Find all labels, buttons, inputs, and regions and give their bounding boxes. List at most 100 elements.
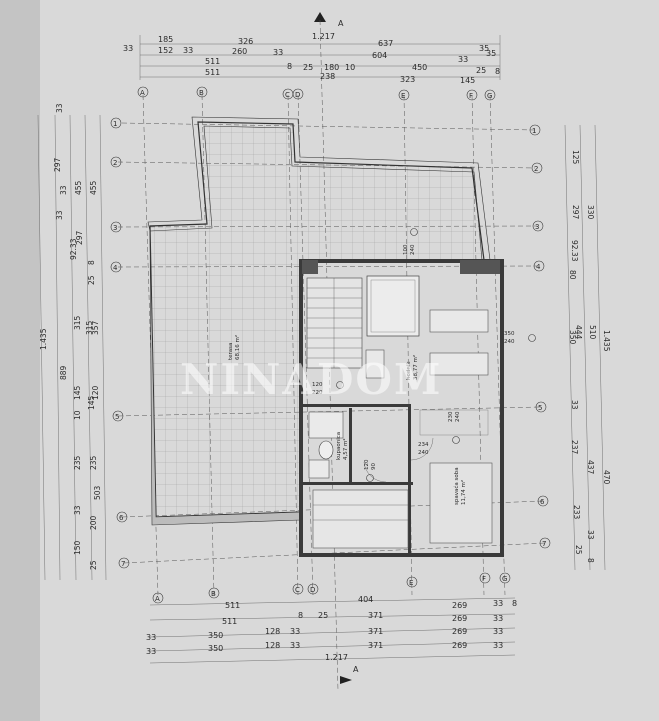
door-tag-6: 120 90: [364, 459, 377, 470]
svg-text:235: 235: [73, 455, 82, 470]
svg-text:33: 33: [493, 641, 503, 650]
svg-text:269: 269: [452, 627, 467, 636]
axis-bottom-b: B: [208, 587, 220, 599]
svg-text:240: 240: [504, 339, 515, 345]
svg-text:8: 8: [298, 611, 303, 620]
svg-text:350: 350: [568, 330, 577, 345]
svg-text:A: A: [140, 89, 145, 97]
svg-text:237: 237: [570, 440, 579, 455]
svg-text:889: 889: [59, 365, 68, 380]
hall-fixtures: [365, 275, 489, 379]
room-label-bedroom: spavaća soba 11,74 m²: [453, 467, 467, 505]
svg-text:128: 128: [265, 627, 280, 636]
svg-text:5: 5: [538, 404, 542, 412]
door-tag-5-circle: [410, 228, 418, 236]
svg-text:1: 1: [113, 120, 117, 128]
left-dimensions: 1.435 33 33 297 455 455 33 297 92.33 8 2…: [37, 103, 107, 581]
axis-top-g: G: [484, 89, 496, 101]
section-marker-bottom: A: [340, 665, 359, 684]
svg-text:D: D: [295, 91, 300, 99]
svg-text:125: 125: [571, 150, 580, 165]
svg-text:330: 330: [586, 205, 595, 220]
axis-bottom-e: E: [406, 576, 418, 588]
top-dim-450: 450: [412, 63, 427, 72]
svg-text:371: 371: [368, 641, 383, 650]
axis-top-a: A: [137, 86, 149, 98]
axis-bottom-c: C: [292, 583, 304, 595]
top-dimensions: 185 326 1.217 33 152 33 260 33 604 637 3…: [123, 32, 501, 85]
top-dim-33b: 33: [183, 46, 193, 55]
svg-text:33: 33: [586, 530, 595, 540]
top-dim-145: 145: [460, 76, 475, 85]
axis-top-d: D: [292, 88, 304, 100]
left-dim-1435: 1.435: [39, 328, 48, 350]
room-label-terrace: terasa 68,16 m²: [228, 335, 241, 360]
axis-row-1-left: 1: [110, 117, 122, 129]
svg-text:455: 455: [74, 180, 83, 195]
svg-text:25: 25: [89, 560, 98, 570]
svg-text:11,74 m²: 11,74 m²: [460, 480, 467, 505]
top-dim-33d: 33: [458, 55, 468, 64]
svg-text:hodnik: hodnik: [406, 361, 412, 380]
axis-bottom-a: A: [152, 592, 164, 604]
svg-text:371: 371: [368, 611, 383, 620]
top-dim-238: 238: [320, 72, 335, 81]
watermark: NINADOM: [180, 355, 443, 404]
axis-bottom-f: F: [479, 572, 491, 584]
svg-text:4: 4: [536, 263, 541, 271]
svg-text:E: E: [401, 92, 405, 100]
axis-bottom-d: D: [307, 583, 319, 595]
section-marker-label-bottom: A: [353, 665, 359, 674]
svg-text:510: 510: [588, 325, 597, 340]
svg-text:E: E: [409, 579, 413, 587]
svg-text:297: 297: [53, 157, 62, 172]
svg-text:33: 33: [493, 599, 503, 608]
svg-text:6: 6: [119, 514, 124, 522]
svg-text:33: 33: [493, 614, 503, 623]
top-dim-260: 260: [232, 47, 247, 56]
top-dim-326: 326: [238, 37, 253, 46]
right-dimensions: 125 297 330 92.33 80 444 510 1.435 350 3…: [564, 124, 611, 571]
svg-text:315: 315: [85, 320, 94, 335]
axis-bottom-g: G: [499, 572, 511, 584]
svg-text:33: 33: [55, 103, 64, 113]
svg-text:455: 455: [89, 180, 98, 195]
top-dim-323: 323: [400, 75, 415, 84]
svg-text:357: 357: [91, 320, 100, 335]
paper-shadow-left: [0, 0, 40, 721]
top-dim-35b: 35: [486, 49, 496, 58]
axis-row-2-left: 2: [110, 156, 122, 168]
svg-text:120: 120: [364, 459, 370, 470]
svg-text:3: 3: [535, 223, 539, 231]
bottom-dimensions: 511 404 269 33 8 511 8 25 371 269 33 33 …: [146, 595, 517, 664]
svg-text:1.435: 1.435: [602, 330, 611, 352]
top-dim-10: 10: [345, 63, 355, 72]
svg-text:240: 240: [410, 244, 416, 255]
svg-text:200: 200: [89, 515, 98, 530]
svg-text:350: 350: [504, 331, 515, 337]
svg-text:503: 503: [93, 485, 102, 500]
top-dim-33a: 33: [123, 44, 133, 53]
svg-text:92.33: 92.33: [69, 238, 78, 260]
svg-text:spavaća soba: spavaća soba: [453, 467, 460, 505]
axis-row-3-left: 3: [110, 221, 122, 233]
svg-text:511: 511: [225, 601, 240, 610]
svg-text:F: F: [482, 575, 486, 583]
lower-room-fixtures: [312, 489, 409, 549]
svg-text:240: 240: [455, 411, 461, 422]
top-dim-185: 185: [158, 35, 173, 44]
section-marker-label-top: A: [338, 19, 344, 28]
svg-text:33: 33: [493, 627, 503, 636]
svg-text:33: 33: [59, 185, 68, 195]
axis-row-7-left: 7: [118, 557, 130, 569]
staircase: [306, 277, 363, 369]
svg-text:4,57 m²: 4,57 m²: [342, 438, 349, 460]
axis-top-e: E: [398, 89, 410, 101]
svg-text:269: 269: [452, 614, 467, 623]
door-tag-4: 230 240: [448, 411, 461, 422]
svg-text:D: D: [310, 586, 315, 594]
svg-text:3: 3: [113, 224, 117, 232]
svg-text:80: 80: [568, 270, 577, 280]
svg-text:371: 371: [368, 627, 383, 636]
axis-top-f: F: [466, 89, 478, 101]
